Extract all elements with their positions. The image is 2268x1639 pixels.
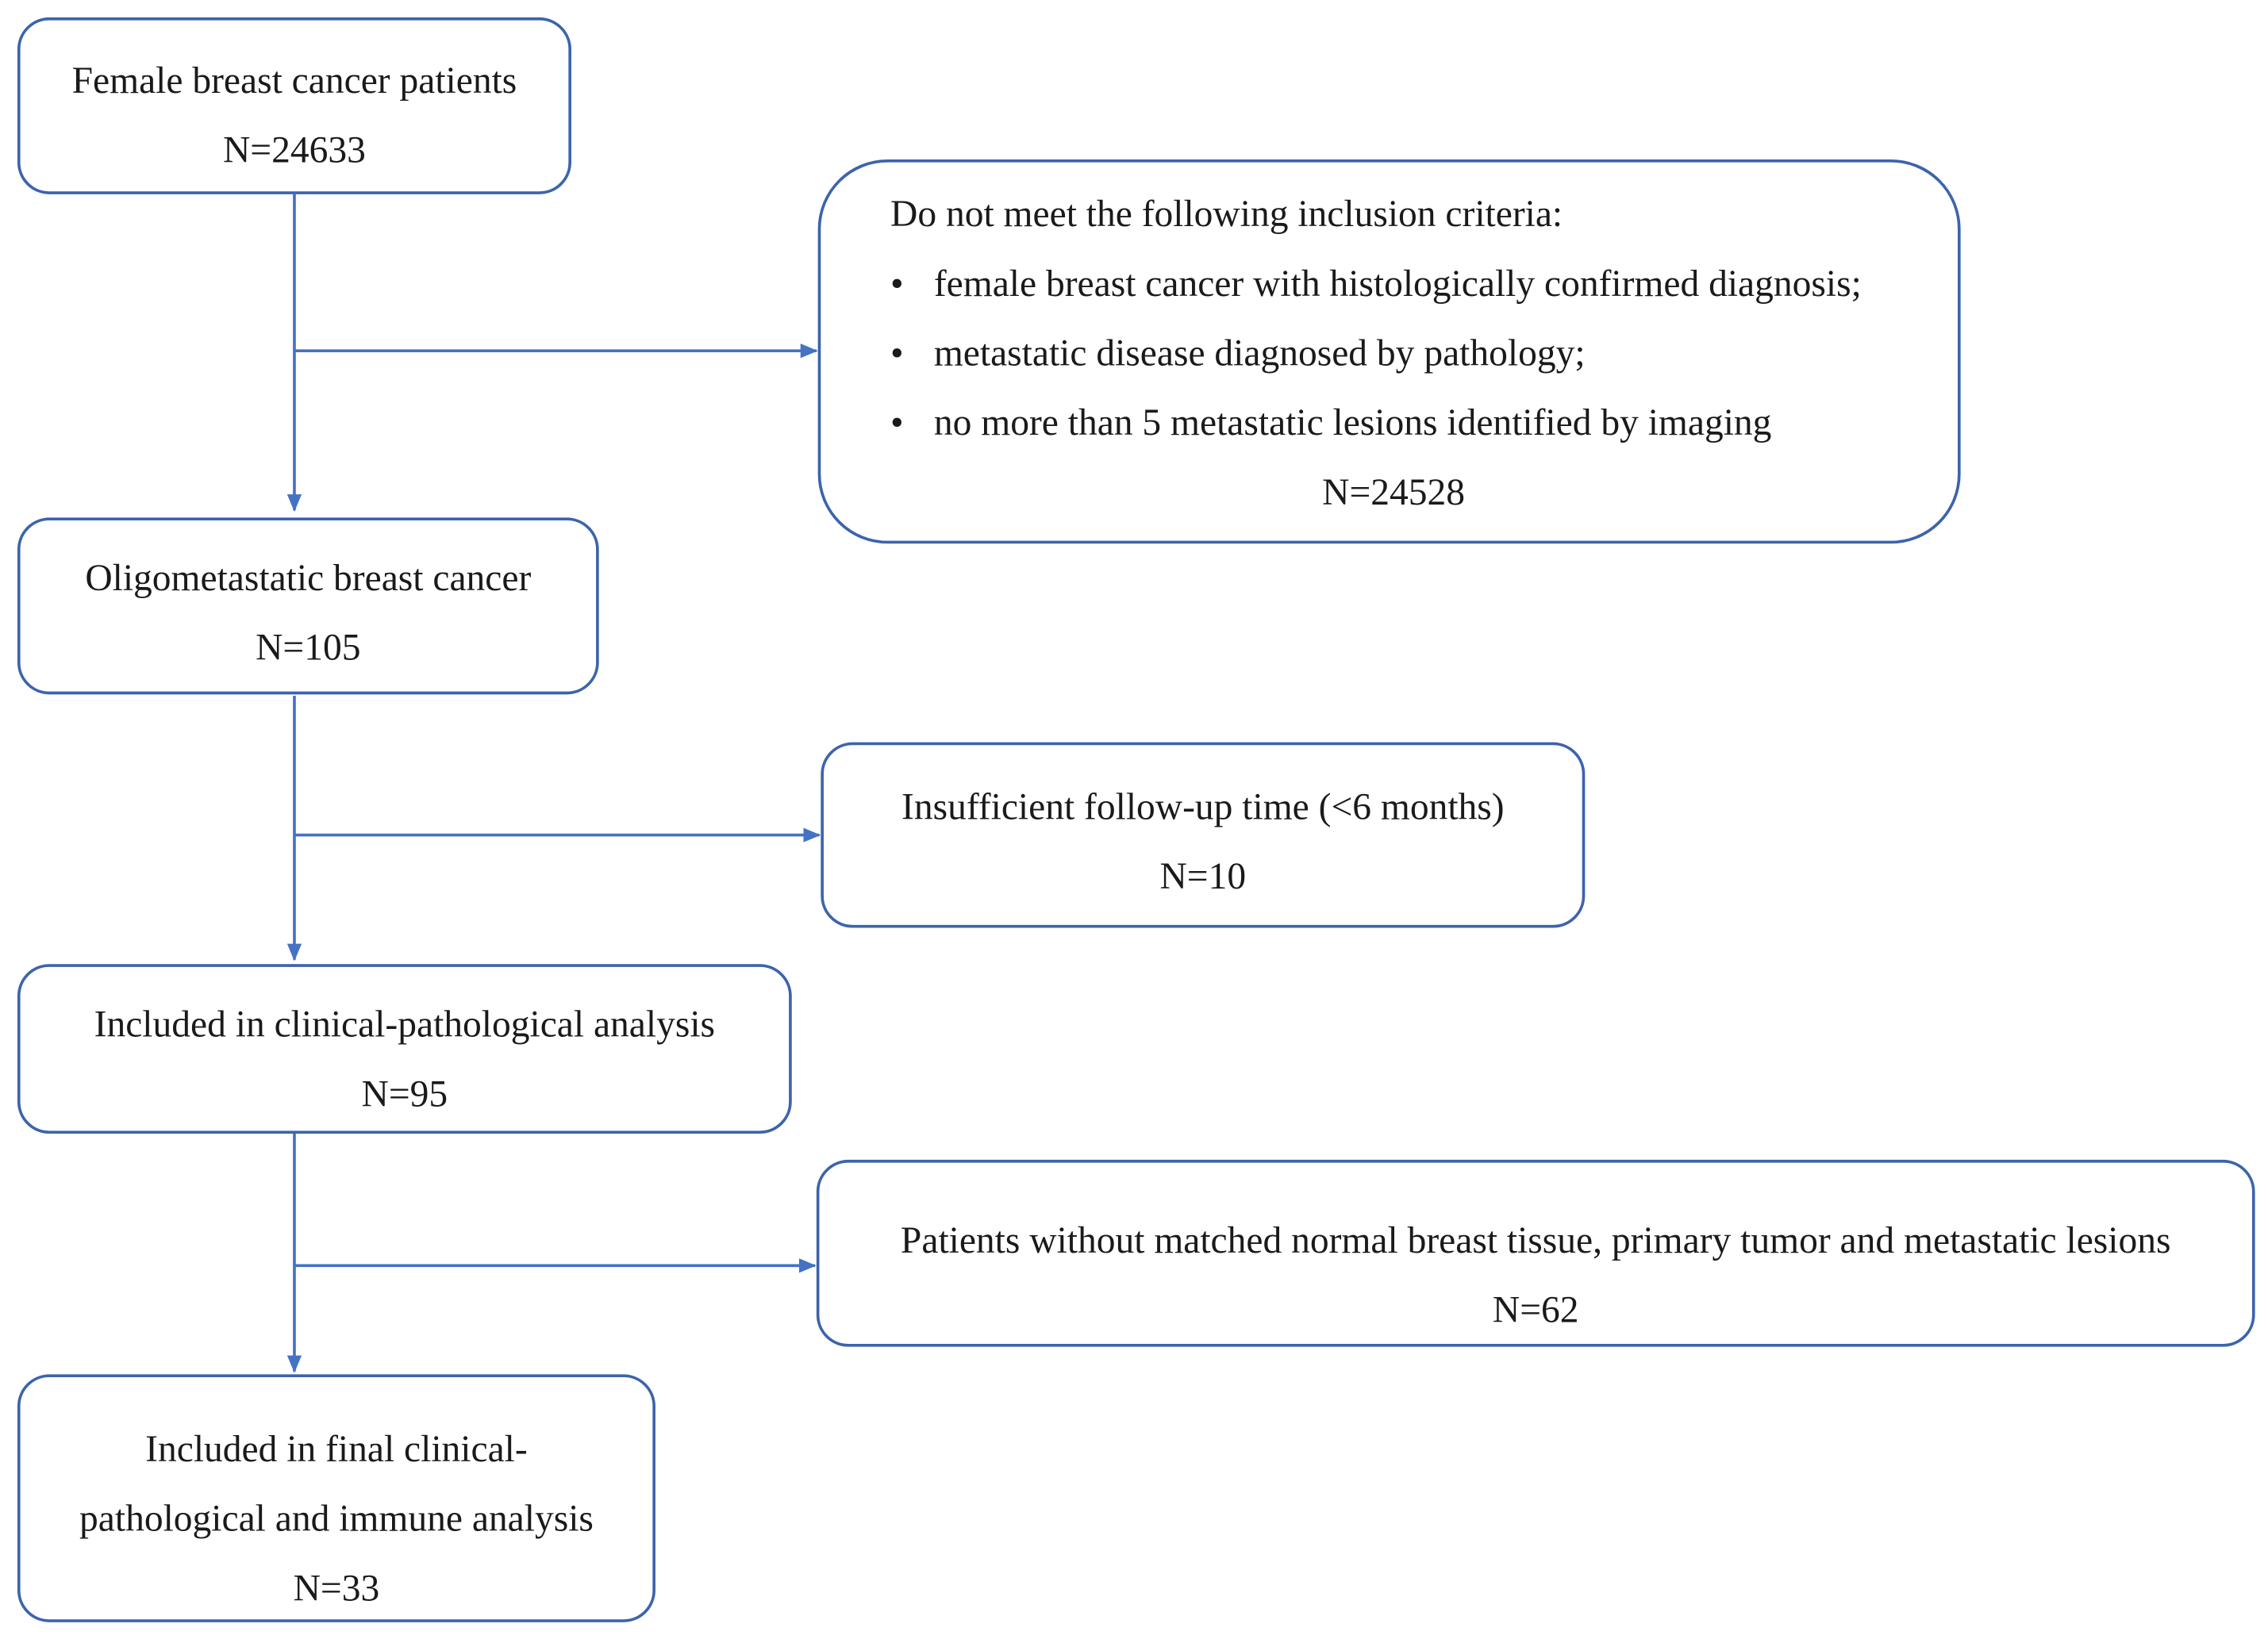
- step-count: N=33: [293, 1567, 380, 1610]
- exclusion-box-inclusion-criteria: Do not meet the following inclusion crit…: [817, 159, 1961, 544]
- step-title-line-1: Included in final clinical-: [145, 1427, 528, 1470]
- exclusion-count: N=10: [1159, 855, 1247, 898]
- step-count: N=95: [361, 1073, 448, 1115]
- step-box-oligometastatic: Oligometastatic breast cancer N=105: [17, 517, 599, 695]
- exclusion-count: N=62: [1492, 1288, 1579, 1331]
- exclusion-title: Patients without matched normal breast t…: [900, 1219, 2171, 1261]
- criteria-item: female breast cancer with histologically…: [890, 249, 1958, 319]
- step-box-female-breast-cancer: Female breast cancer patients N=24633: [17, 17, 571, 194]
- step-title: Oligometastatic breast cancer: [85, 556, 532, 599]
- step-box-clinical-pathological: Included in clinical-pathological analys…: [17, 964, 792, 1134]
- criteria-list: female breast cancer with histologically…: [890, 249, 1958, 458]
- criteria-item: no more than 5 metastatic lesions identi…: [890, 389, 1958, 459]
- exclusion-box-follow-up: Insufficient follow-up time (<6 months) …: [821, 742, 1586, 928]
- step-title: Female breast cancer patients: [71, 59, 517, 102]
- exclusion-box-no-matched-tissue: Patients without matched normal breast t…: [816, 1159, 2255, 1347]
- step-count: N=24633: [222, 129, 366, 171]
- exclusion-heading: Do not meet the following inclusion crit…: [890, 193, 1563, 236]
- exclusion-title: Insufficient follow-up time (<6 months): [901, 785, 1505, 828]
- step-title: Included in clinical-pathological analys…: [94, 1003, 716, 1046]
- step-count: N=105: [256, 626, 361, 669]
- step-title-line-2: pathological and immune analysis: [79, 1497, 594, 1540]
- step-box-final-analysis: Included in final clinical- pathological…: [17, 1374, 655, 1622]
- exclusion-count: N=24528: [1322, 470, 1466, 513]
- criteria-item: metastatic disease diagnosed by patholog…: [890, 319, 1958, 389]
